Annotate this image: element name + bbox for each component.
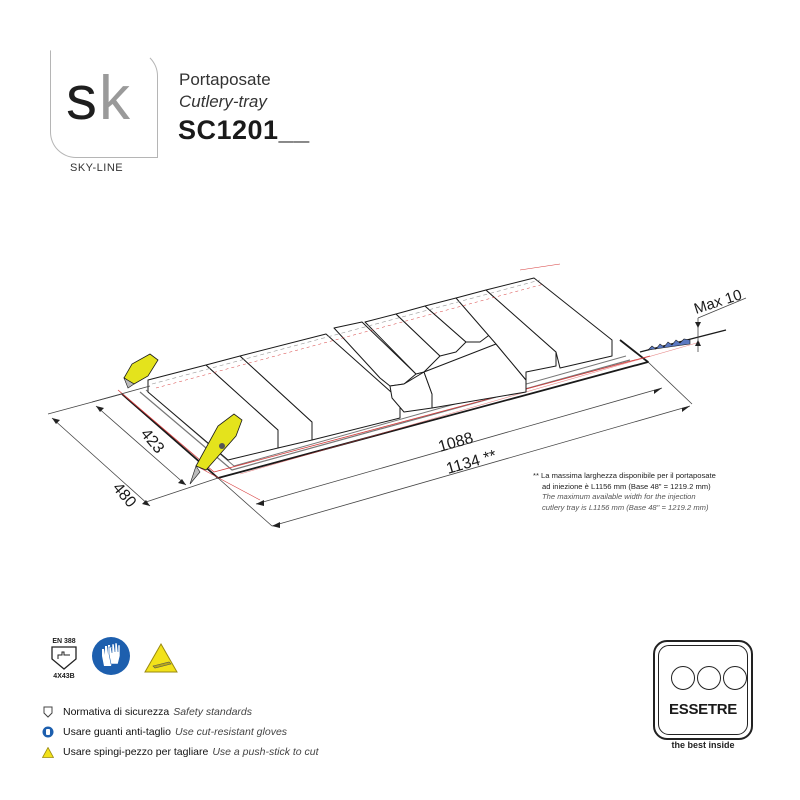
legend-label-en: Use cut-resistant gloves xyxy=(174,726,288,738)
en388-rating: 4X43B xyxy=(53,673,75,680)
footnote-line1-it: La massima larghezza disponibile per il … xyxy=(541,471,716,480)
dim-max-10: Max 10 xyxy=(692,286,744,317)
footnote-line2-it: ad iniezione è L1156 mm (Base 48" = 1219… xyxy=(542,481,711,491)
legend-label-it: Usare spingi-pezzo per tagliare xyxy=(63,746,209,758)
footnote: ** La massima larghezza disponibile per … xyxy=(533,471,793,513)
cutter-knife-icon xyxy=(123,353,159,389)
en388-label: EN 388 xyxy=(52,638,76,645)
push-stick-warning-icon xyxy=(144,642,178,673)
shield-icon xyxy=(51,646,77,670)
dim-480: 480 xyxy=(109,480,139,511)
gloves-mandatory-icon xyxy=(92,637,130,675)
legend-label-en: Safety standards xyxy=(173,706,252,718)
legend-label-it: Usare guanti anti-taglio xyxy=(63,726,171,738)
legend-label-it: Normativa di sicurezza xyxy=(63,706,170,718)
gloves-icon xyxy=(42,726,54,738)
warning-icon xyxy=(42,746,54,758)
en388-standard-badge: EN 388 4X43B xyxy=(44,638,84,680)
essetre-logo-inner: ESSETRE xyxy=(658,645,748,735)
title-english: Cutlery-tray xyxy=(179,92,267,111)
essetre-circles-icon xyxy=(671,666,747,690)
legend-item: Usare guanti anti-taglio Use cut-resista… xyxy=(42,722,319,742)
product-code: SC1201__ xyxy=(178,115,310,145)
logo-frame xyxy=(50,50,158,158)
logo-caption: SKY-LINE xyxy=(70,162,124,174)
essetre-tagline: the best inside xyxy=(671,740,735,750)
cutter-knife-icon xyxy=(189,413,243,485)
dim-1088: 1088 xyxy=(436,430,475,456)
legend-item: Usare spingi-pezzo per tagliare Use a pu… xyxy=(42,742,319,762)
essetre-logo: ESSETRE xyxy=(653,640,753,740)
legend: Normativa di sicurezza Safety standards … xyxy=(42,702,319,762)
essetre-name: ESSETRE xyxy=(669,701,737,718)
safety-standard-icon xyxy=(42,706,54,718)
legend-item: Normativa di sicurezza Safety standards xyxy=(42,702,319,722)
footnote-line1-en: The maximum available width for the inje… xyxy=(542,492,696,501)
footnote-line2-en: cutlery tray is L1156 mm (Base 48" = 121… xyxy=(542,502,709,512)
legend-label-en: Use a push-stick to cut xyxy=(212,746,319,758)
title-italian: Portaposate xyxy=(179,70,271,89)
logo-letter-k: k xyxy=(99,64,130,133)
logo-letter-s: s xyxy=(66,64,97,133)
footnote-marker: ** xyxy=(533,471,539,480)
